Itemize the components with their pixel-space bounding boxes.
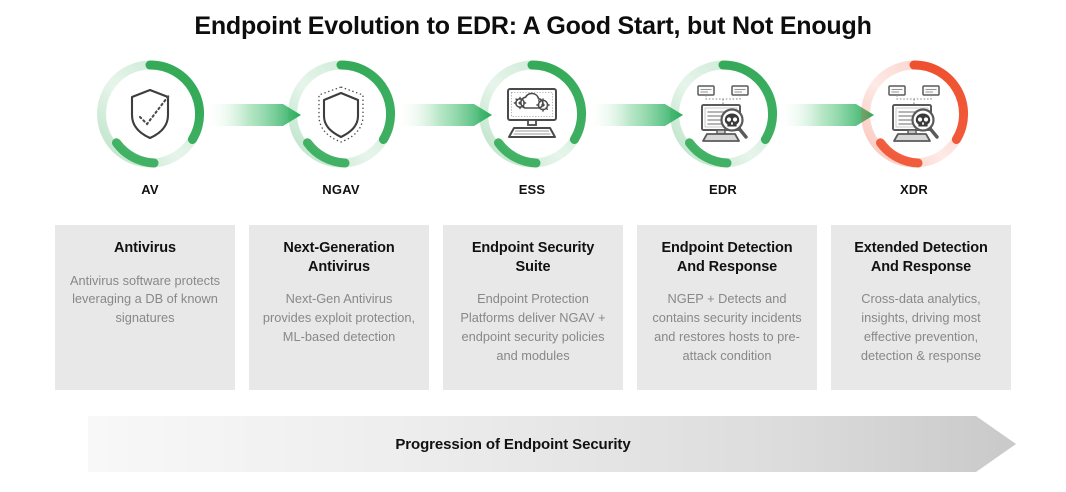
card-body: Endpoint Protection Platforms deliver NG… [460, 291, 606, 363]
cards-row: Antivirus Antivirus software protects le… [55, 225, 1011, 390]
ring-edr [667, 58, 779, 170]
arrow-ess-to-edr [587, 100, 683, 130]
monitor-cloud-gears-icon [500, 84, 564, 144]
stage-label-edr: EDR [708, 182, 738, 197]
stage-label-ess: ESS [518, 182, 546, 197]
card-title: Antivirus [114, 240, 176, 256]
monitor-magnifier-skull-icon [691, 84, 755, 144]
ring-av [94, 58, 206, 170]
stage-ngav[interactable]: NGAV [246, 58, 436, 208]
arrow-av-to-ngav [205, 100, 301, 130]
card-antivirus[interactable]: Antivirus Antivirus software protects le… [55, 225, 235, 390]
monitor-magnifier-skull-icon [882, 84, 946, 144]
stage-row: AV [55, 58, 1011, 208]
card-next-generation-antivirus[interactable]: Next-Generation Antivirus Next-Gen Antiv… [249, 225, 429, 390]
stage-label-xdr: XDR [899, 182, 929, 197]
ring-ess [476, 58, 588, 170]
page-title: Endpoint Evolution to EDR: A Good Start,… [194, 12, 872, 40]
card-title: Endpoint Detection And Response [661, 240, 793, 275]
arrow-edr-to-xdr [778, 100, 874, 130]
stage-edr[interactable]: EDR [628, 58, 818, 208]
stage-label-av: AV [141, 182, 159, 197]
shield-check-icon [118, 84, 182, 144]
card-body: Next-Gen Antivirus provides exploit prot… [262, 291, 416, 344]
stage-label-ngav: NGAV [322, 182, 360, 197]
card-endpoint-detection-and-response[interactable]: Endpoint Detection And Response NGEP + D… [637, 225, 817, 390]
stage-xdr[interactable]: XDR [819, 58, 1009, 208]
card-title: Next-Generation Antivirus [283, 240, 395, 275]
card-title: Extended Detection And Response [854, 240, 988, 275]
ring-xdr [858, 58, 970, 170]
card-endpoint-security-suite[interactable]: Endpoint Security Suite Endpoint Protect… [443, 225, 623, 390]
card-title: Endpoint Security Suite [471, 240, 595, 275]
ring-ngav [285, 58, 397, 170]
card-body: NGEP + Detects and contains security inc… [652, 291, 802, 363]
card-body: Cross-data analytics, insights, driving … [860, 291, 982, 363]
arrow-ngav-to-ess [396, 100, 492, 130]
shield-dotted-icon [309, 84, 373, 144]
progression-label: Progression of Endpoint Security [395, 435, 631, 453]
card-extended-detection-and-response[interactable]: Extended Detection And Response Cross-da… [831, 225, 1011, 390]
stage-av[interactable]: AV [55, 58, 245, 208]
stage-ess[interactable]: ESS [437, 58, 627, 208]
progression-arrow [88, 416, 1016, 472]
card-body: Antivirus software protects leveraging a… [69, 272, 221, 326]
